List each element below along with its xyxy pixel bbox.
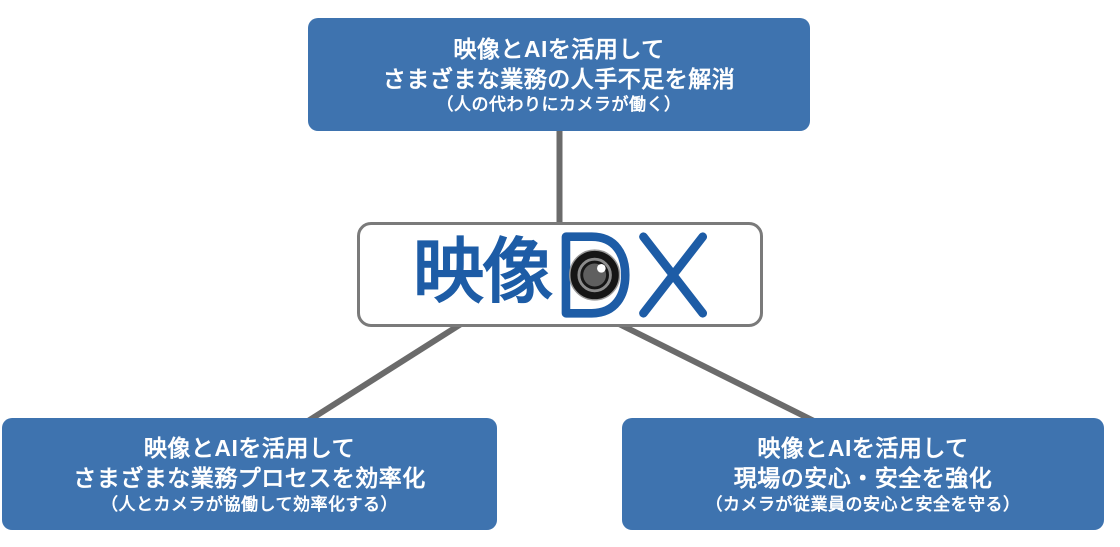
bottom-right-box: 映像とAIを活用して 現場の安心・安全を強化 （カメラが従業員の安心と安全を守る… [622,418,1104,530]
bottom-right-box-line1: 映像とAIを活用して [757,435,969,462]
x-letter [639,231,707,318]
logo-text-eizo: 映像 [412,233,553,312]
bottom-left-box-note: （人とカメラが協働して効率化する） [101,494,398,514]
connector-bottom-left-diagonal [306,321,463,424]
d-letter [561,231,630,318]
bottom-left-box-line2: さまざまな業務プロセスを効率化 [73,465,426,492]
center-logo-box: 映像 [357,222,763,327]
connector-bottom-right-diagonal [617,321,816,424]
top-box-line1: 映像とAIを活用して [453,35,665,62]
bottom-right-box-line2: 現場の安心・安全を強化 [733,465,993,492]
camera-lens-icon [569,248,621,301]
bottom-left-box: 映像とAIを活用して さまざまな業務プロセスを効率化 （人とカメラが協働して効率… [2,418,497,530]
logo-dx-graphic [561,231,707,318]
top-box-note: （人の代わりにカメラが働く） [436,95,682,115]
top-box-line2: さまざまな業務の人手不足を解消 [382,65,736,92]
bottom-left-box-line1: 映像とAIを活用して [143,435,356,462]
bottom-right-box-note: （カメラが従業員の安心と安全を守る） [705,494,1021,514]
top-box: 映像とAIを活用して さまざまな業務の人手不足を解消 （人の代わりにカメラが働く… [308,18,810,131]
